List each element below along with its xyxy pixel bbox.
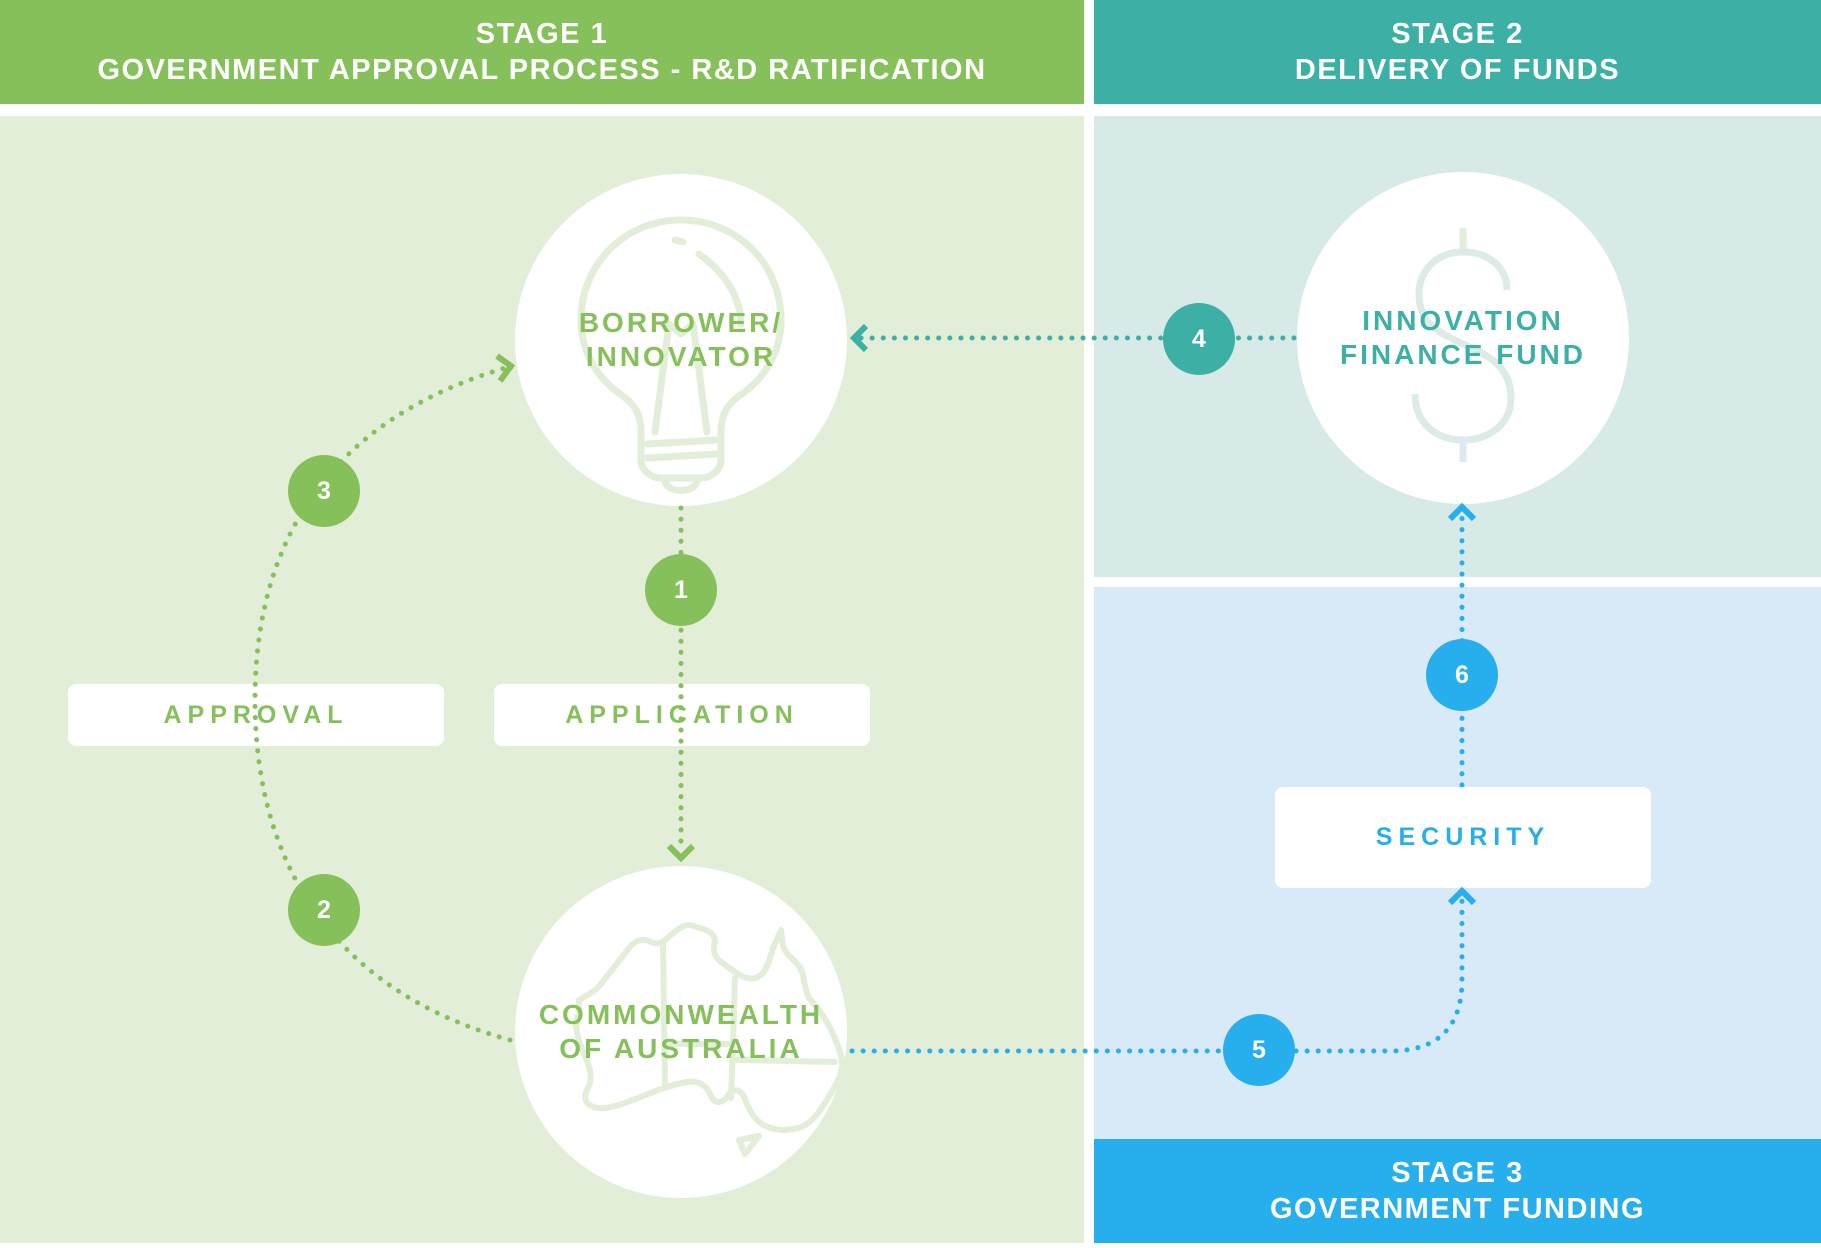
- application-label: APPLICATION: [494, 684, 870, 746]
- stage-3-header: STAGE 3 GOVERNMENT FUNDING: [1094, 1139, 1821, 1243]
- stage-1-header: STAGE 1 GOVERNMENT APPROVAL PROCESS - R&…: [0, 0, 1084, 104]
- stage-2-title: STAGE 2: [1391, 18, 1524, 50]
- stage-1-title: STAGE 1: [475, 18, 609, 50]
- security-label: SECURITY: [1275, 787, 1651, 888]
- dollar-icon: [1411, 228, 1515, 462]
- approval-label: APPROVAL: [68, 684, 444, 746]
- fund-label-line1: INNOVATION: [1362, 305, 1564, 336]
- step-badge-2: 2: [288, 874, 360, 946]
- step-badge-4: 4: [1163, 303, 1235, 375]
- borrower-label-line2: INNOVATOR: [585, 341, 777, 372]
- stage-3-title: STAGE 3: [1391, 1157, 1524, 1189]
- step-badge-6: 6: [1426, 639, 1498, 711]
- commonwealth-label-line1: COMMONWEALTH: [538, 999, 824, 1030]
- step-badge-1: 1: [645, 554, 717, 626]
- lightbulb-icon: [577, 216, 785, 494]
- node-borrower-innovator: BORROWER/ INNOVATOR: [515, 174, 847, 506]
- australia-map-icon: [573, 922, 845, 1157]
- fund-label-line2: FINANCE FUND: [1340, 339, 1586, 370]
- node-innovation-finance-fund: INNOVATION FINANCE FUND: [1297, 172, 1629, 504]
- step-badge-5: 5: [1223, 1014, 1295, 1086]
- stage-3-subtitle: GOVERNMENT FUNDING: [1270, 1193, 1645, 1225]
- node-commonwealth-of-australia: COMMONWEALTH OF AUSTRALIA: [515, 866, 847, 1198]
- borrower-label-line1: BORROWER/: [578, 307, 784, 338]
- stage-2-header: STAGE 2 DELIVERY OF FUNDS: [1094, 0, 1821, 104]
- commonwealth-label-line2: OF AUSTRALIA: [559, 1033, 803, 1064]
- step-badge-3: 3: [288, 455, 360, 527]
- stage-1-subtitle: GOVERNMENT APPROVAL PROCESS - R&D RATIFI…: [97, 54, 987, 86]
- stage-2-subtitle: DELIVERY OF FUNDS: [1294, 54, 1621, 86]
